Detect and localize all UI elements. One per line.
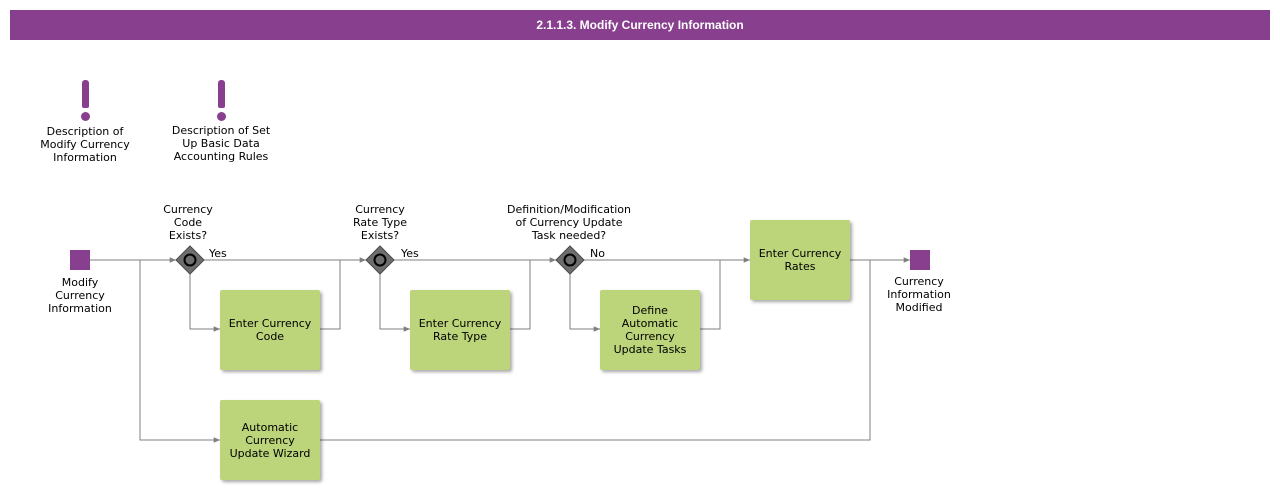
- task-label: Enter Currency Code: [228, 317, 312, 343]
- start-event: [70, 250, 90, 270]
- task-define-automatic-currency-update-tasks[interactable]: Define Automatic Currency Update Tasks: [600, 290, 700, 370]
- gateway-1-branch-label: Yes: [209, 247, 227, 260]
- diagram-title-bar: 2.1.1.3. Modify Currency Information: [10, 10, 1270, 40]
- task-label: Enter Currency Rates: [758, 247, 842, 273]
- task-enter-currency-rate-type[interactable]: Enter Currency Rate Type: [410, 290, 510, 370]
- annotation-basic-data-rules: Description of Set Up Basic Data Account…: [171, 124, 271, 163]
- end-event-label: Currency Information Modified: [887, 275, 951, 314]
- task-enter-currency-code[interactable]: Enter Currency Code: [220, 290, 320, 370]
- start-event-label: Modify Currency Information: [48, 276, 112, 315]
- connector-code-to-gateway-2: [320, 260, 341, 330]
- task-enter-currency-rates[interactable]: Enter Currency Rates: [750, 220, 850, 300]
- gateway-3-question: Definition/Modification of Currency Upda…: [506, 203, 632, 242]
- task-label: Automatic Currency Update Wizard: [229, 420, 311, 460]
- exclamation-mark-icon: [79, 80, 91, 122]
- gateway-1-question: Currency Code Exists?: [163, 203, 213, 242]
- gateway-2-branch-label: Yes: [401, 247, 419, 260]
- connector-define-to-rates: [700, 260, 721, 330]
- connector-rate-type-to-gateway-3: [510, 260, 531, 330]
- gateway-3: [555, 245, 585, 275]
- gateway-2-question: Currency Rate Type Exists?: [353, 203, 407, 242]
- exclusive-gateway-icon: [373, 253, 387, 267]
- annotation-modify-currency: Description of Modify Currency Informati…: [40, 125, 130, 164]
- connector-wizard-to-end: [320, 260, 871, 441]
- exclusive-gateway-icon: [183, 253, 197, 267]
- exclamation-mark-icon: [215, 80, 227, 122]
- gateway-1: [175, 245, 205, 275]
- connector-gateway-1-to-code: [189, 274, 220, 332]
- connector-gateway-2-to-rate-type: [379, 274, 410, 332]
- diagram-title: 2.1.1.3. Modify Currency Information: [536, 18, 744, 32]
- task-label: Define Automatic Currency Update Tasks: [613, 304, 687, 356]
- connector-start-to-wizard: [139, 260, 220, 443]
- gateway-3-branch-label: No: [590, 247, 605, 260]
- end-event: [910, 250, 930, 270]
- gateway-2: [365, 245, 395, 275]
- task-label: Enter Currency Rate Type: [418, 317, 502, 343]
- task-automatic-currency-update-wizard[interactable]: Automatic Currency Update Wizard: [220, 400, 320, 480]
- connector-gateway-3-to-define: [569, 274, 600, 332]
- exclusive-gateway-icon: [563, 253, 577, 267]
